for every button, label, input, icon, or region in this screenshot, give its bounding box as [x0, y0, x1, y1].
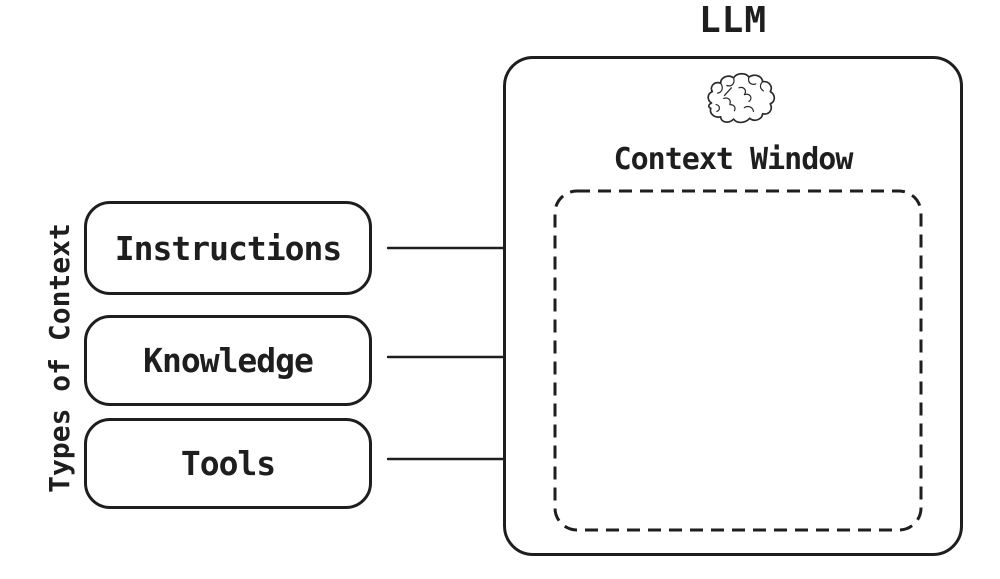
context-window-label: Context Window [613, 142, 854, 177]
tools-box: Tools [84, 418, 372, 509]
instructions-label: Instructions [114, 228, 342, 268]
brain-icon [707, 72, 776, 124]
types-of-context-label: Types of Context [43, 223, 76, 493]
context-window-area [553, 189, 923, 532]
tools-label: Tools [180, 444, 276, 483]
knowledge-box: Knowledge [84, 315, 372, 406]
llm-title: LLM [698, 0, 768, 41]
instructions-box: Instructions [84, 201, 372, 295]
knowledge-label: Knowledge [143, 341, 314, 380]
llm-box: Context Window [503, 56, 963, 556]
